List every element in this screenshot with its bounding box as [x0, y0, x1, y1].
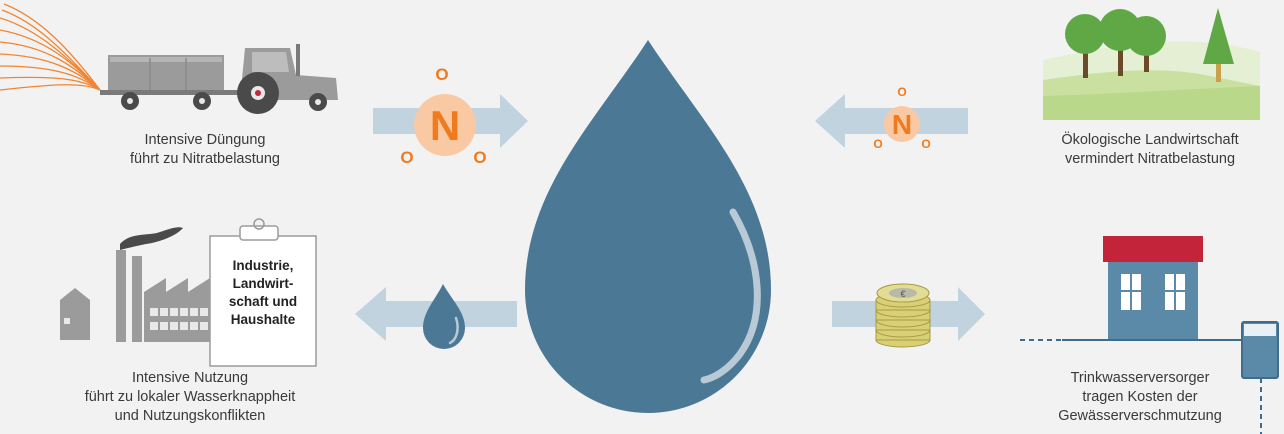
- clipboard-label: Industrie, Landwirt- schaft und Haushalt…: [215, 257, 311, 329]
- clipboard-line: Haushalte: [215, 311, 311, 329]
- nitrogen-label: N: [430, 102, 460, 149]
- oxygen-label: O: [435, 65, 448, 84]
- caption-line: Gewässerverschmutzung: [1050, 407, 1230, 426]
- oxygen-label: O: [400, 148, 413, 167]
- clipboard-line: schaft und: [215, 293, 311, 311]
- caption-line: Intensive Nutzung: [50, 369, 330, 388]
- nitrogen-label: N: [892, 109, 912, 140]
- caption-fertilization: Intensive Düngung führt zu Nitratbelastu…: [80, 131, 330, 169]
- caption-line: vermindert Nitratbelastung: [1030, 150, 1270, 169]
- caption-line: führt zu lokaler Wasserknappheit: [50, 388, 330, 407]
- euro-symbol: €: [900, 289, 905, 299]
- clipboard-line: Industrie,: [215, 257, 311, 275]
- caption-line: Intensive Düngung: [80, 131, 330, 150]
- caption-line: Trinkwasserversorger: [1050, 369, 1230, 388]
- caption-organic: Ökologische Landwirtschaft vermindert Ni…: [1030, 131, 1270, 169]
- oxygen-label: O: [897, 85, 906, 99]
- caption-line: tragen Kosten der: [1050, 388, 1230, 407]
- caption-supplier: Trinkwasserversorger tragen Kosten der G…: [1050, 369, 1230, 426]
- caption-line: Ökologische Landwirtschaft: [1030, 131, 1270, 150]
- oxygen-label: O: [473, 148, 486, 167]
- clipboard-line: Landwirt-: [215, 275, 311, 293]
- coin-stack-icon: €: [876, 284, 930, 347]
- caption-line: und Nutzungskonflikten: [50, 407, 330, 426]
- oxygen-label: O: [921, 137, 930, 151]
- caption-usage: Intensive Nutzung führt zu lokaler Wasse…: [50, 369, 330, 426]
- caption-line: führt zu Nitratbelastung: [80, 150, 330, 169]
- oxygen-label: O: [873, 137, 882, 151]
